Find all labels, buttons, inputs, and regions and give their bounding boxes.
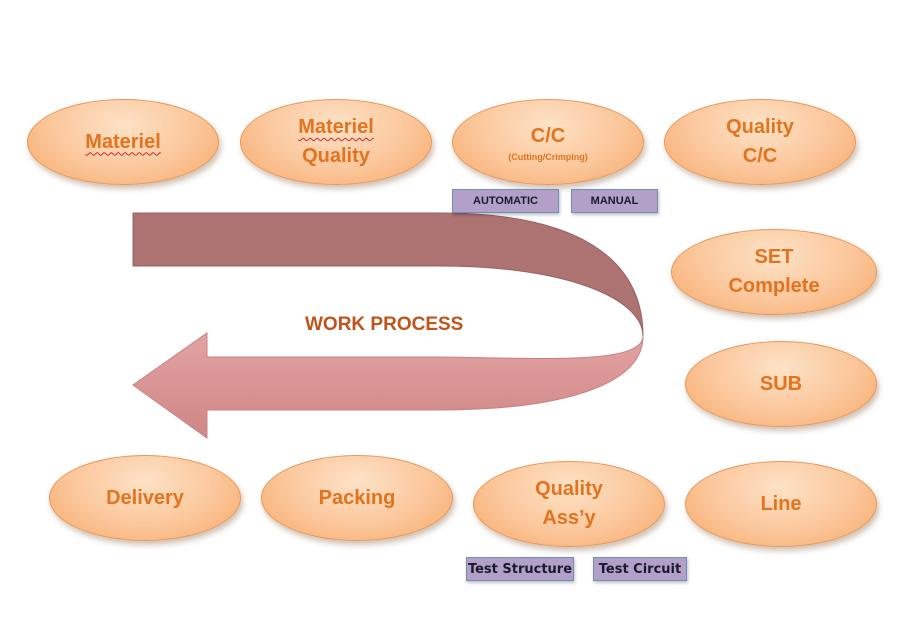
test-structure-tag: Test Structure: [466, 557, 574, 581]
set-complete-node: SET Complete: [671, 229, 877, 315]
sub-label: SUB: [759, 372, 803, 395]
automatic-tag: AUTOMATIC: [452, 189, 559, 213]
materiel-quality-node: Materiel Quality: [240, 99, 432, 185]
packing-node: Packing: [261, 455, 453, 541]
delivery-node: Delivery: [49, 455, 241, 541]
materiel-node: Materiel: [27, 99, 219, 185]
quality-cc-line1: Quality: [726, 116, 794, 138]
work-process-label: WORK PROCESS: [305, 314, 464, 335]
cc-label: C/C: [530, 124, 566, 147]
materiel-quality-line1: Materiel: [298, 116, 374, 138]
quality-cc-node: Quality C/C: [664, 99, 856, 185]
line-node: Line: [685, 461, 877, 547]
materiel-quality-line2: Quality: [302, 145, 370, 167]
line-label: Line: [760, 492, 802, 515]
arrow-lower-band: [132, 332, 644, 439]
quality-assy-line2: Ass’y: [542, 507, 596, 529]
quality-assy-line1: Quality: [535, 478, 603, 500]
cc-sublabel: (Cutting/Crimping): [508, 151, 588, 162]
arrow-upper-band: [132, 212, 644, 337]
quality-cc-line2: C/C: [742, 145, 778, 167]
set-complete-line1: SET: [754, 246, 794, 268]
packing-label: Packing: [318, 486, 396, 509]
sub-node: SUB: [685, 341, 877, 427]
delivery-label: Delivery: [106, 486, 184, 509]
set-complete-line2: Complete: [728, 275, 820, 297]
cc-node: C/C (Cutting/Crimping): [452, 99, 644, 185]
quality-assy-node: Quality Ass’y: [473, 461, 665, 547]
manual-tag: MANUAL: [571, 189, 658, 213]
test-circuit-tag: Test Circuit: [593, 557, 687, 581]
materiel-label: Materiel: [85, 130, 161, 153]
